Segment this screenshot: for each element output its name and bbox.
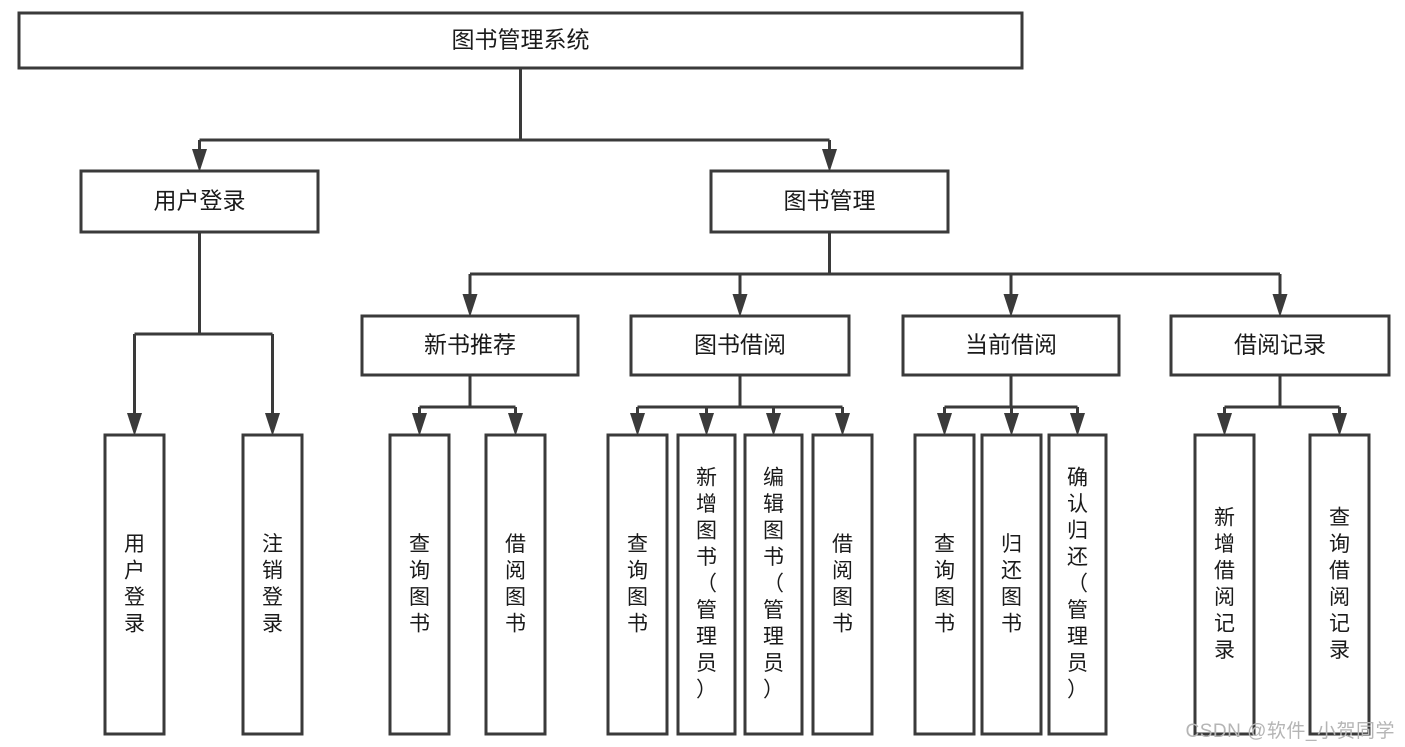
node-box[interactable]	[484, 433, 547, 736]
node-box[interactable]	[676, 433, 737, 736]
node-borrow[interactable]: 图书借阅	[629, 314, 851, 377]
node-label: 借阅图书	[505, 532, 526, 635]
node-label: 借阅图书	[832, 532, 853, 635]
node-box[interactable]	[629, 314, 851, 377]
node-l_q1[interactable]: 查询图书	[388, 433, 451, 736]
node-label: 用户登录	[124, 532, 145, 635]
node-label: 查询图书	[409, 532, 430, 635]
node-l_addrec[interactable]: 新增借阅记录	[1193, 433, 1256, 736]
node-box[interactable]	[709, 169, 950, 234]
node-label: 图书管理系统	[452, 27, 590, 53]
node-box[interactable]	[1047, 433, 1108, 736]
arrow-head-icon	[822, 149, 837, 172]
node-label: 查询图书	[627, 532, 648, 635]
node-label: 用户登录	[154, 188, 246, 214]
node-bookmgmt[interactable]: 图书管理	[709, 169, 950, 234]
node-l_b1[interactable]: 借阅图书	[484, 433, 547, 736]
node-label: 图书管理	[784, 188, 876, 214]
arrow-head-icon	[508, 413, 523, 436]
arrow-head-icon	[699, 413, 714, 436]
node-l_login[interactable]: 用户登录	[103, 433, 166, 736]
node-records[interactable]: 借阅记录	[1169, 314, 1391, 377]
node-l_edit[interactable]: 编辑图书（管理员）	[743, 433, 804, 736]
arrow-head-icon	[265, 413, 280, 436]
node-label: 归还图书	[1001, 532, 1022, 635]
node-box[interactable]	[913, 433, 976, 736]
node-label: 确认归还（管理员）	[1067, 466, 1088, 701]
node-l_conf[interactable]: 确认归还（管理员）	[1047, 433, 1108, 736]
node-l_qrec[interactable]: 查询借阅记录	[1308, 433, 1371, 736]
node-box[interactable]	[901, 314, 1121, 377]
arrow-head-icon	[630, 413, 645, 436]
node-label: 新增图书（管理员）	[696, 466, 717, 701]
node-label: 借阅记录	[1234, 332, 1326, 358]
node-box[interactable]	[1169, 314, 1391, 377]
node-label: 图书借阅	[694, 332, 786, 358]
node-label: 当前借阅	[965, 332, 1057, 358]
node-box[interactable]	[17, 11, 1024, 70]
node-box[interactable]	[79, 169, 320, 234]
node-newbook[interactable]: 新书推荐	[360, 314, 580, 377]
nodes-layer: 图书管理系统用户登录图书管理新书推荐图书借阅当前借阅借阅记录用户登录注销登录查询…	[17, 11, 1391, 736]
arrow-head-icon	[1272, 294, 1288, 317]
arrow-head-icon	[732, 294, 748, 317]
node-label: 编辑图书（管理员）	[763, 466, 784, 701]
node-root[interactable]: 图书管理系统	[17, 11, 1024, 70]
arrow-head-icon	[1070, 413, 1085, 436]
node-box[interactable]	[1193, 433, 1256, 736]
node-label: 注销登录	[262, 532, 283, 635]
node-box[interactable]	[606, 433, 669, 736]
arrow-head-icon	[1217, 413, 1232, 436]
node-box[interactable]	[388, 433, 451, 736]
node-login[interactable]: 用户登录	[79, 169, 320, 234]
node-box[interactable]	[743, 433, 804, 736]
node-l_logout[interactable]: 注销登录	[241, 433, 304, 736]
node-box[interactable]	[241, 433, 304, 736]
arrow-head-icon	[766, 413, 781, 436]
node-label: 新增借阅记录	[1214, 506, 1235, 662]
node-box[interactable]	[360, 314, 580, 377]
arrow-head-icon	[835, 413, 850, 436]
arrow-head-icon	[192, 149, 207, 172]
node-l_ret[interactable]: 归还图书	[980, 433, 1043, 736]
node-label: 查询借阅记录	[1329, 506, 1350, 662]
node-l_add[interactable]: 新增图书（管理员）	[676, 433, 737, 736]
arrow-head-icon	[937, 413, 952, 436]
arrow-head-icon	[462, 294, 478, 317]
node-l_q3[interactable]: 查询图书	[913, 433, 976, 736]
node-label: 查询图书	[934, 532, 955, 635]
node-l_b2[interactable]: 借阅图书	[811, 433, 874, 736]
node-box[interactable]	[1308, 433, 1371, 736]
node-box[interactable]	[980, 433, 1043, 736]
node-current[interactable]: 当前借阅	[901, 314, 1121, 377]
node-l_q2[interactable]: 查询图书	[606, 433, 669, 736]
node-box[interactable]	[811, 433, 874, 736]
node-label: 新书推荐	[424, 332, 516, 358]
arrow-head-icon	[1004, 413, 1019, 436]
arrow-head-icon	[127, 413, 142, 436]
edges-layer	[127, 68, 1347, 436]
arrow-head-icon	[412, 413, 427, 436]
arrow-head-icon	[1003, 294, 1019, 317]
arrow-head-icon	[1332, 413, 1347, 436]
node-box[interactable]	[103, 433, 166, 736]
